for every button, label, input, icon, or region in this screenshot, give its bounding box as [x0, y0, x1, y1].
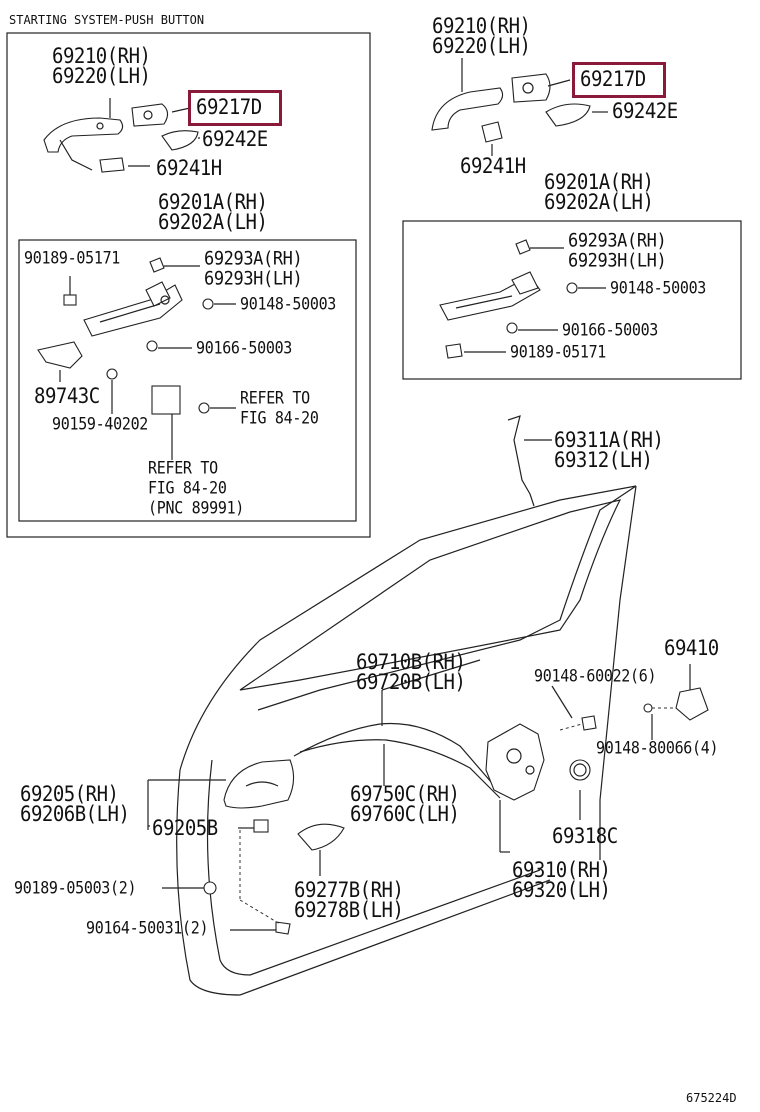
rod-lh-label: 69312(LH)	[554, 447, 653, 473]
right-pad-label: 69242E	[612, 98, 678, 124]
left-pad2-part	[99, 157, 125, 173]
left-bolt-b-label: 90159-40202	[52, 413, 149, 434]
right-inner-frame	[402, 220, 742, 380]
left-door-frame-bracket	[83, 281, 183, 337]
left-handle-rh-label: 69210(RH)	[52, 43, 151, 69]
inside-handle-rh-label: 69205(RH)	[20, 781, 119, 807]
left-clip-rh-label: 69293A(RH)	[204, 247, 303, 271]
page-title: STARTING SYSTEM-PUSH BUTTON	[9, 13, 205, 27]
left-screw-b-label: 90166-50003	[196, 337, 293, 358]
right-cap-label: 69217D	[580, 66, 646, 92]
screw-c-part	[581, 715, 597, 731]
left-refer1-line2: FIG 84-20	[240, 407, 319, 428]
seal-label: 69318C	[552, 823, 618, 849]
right-pad-part	[545, 103, 591, 127]
right-pad2-part	[481, 121, 503, 143]
right-bolt-a	[445, 343, 463, 359]
left-bracket-label: 89743C	[34, 383, 100, 409]
bolt-c-label: 90189-05003(2)	[14, 877, 137, 898]
right-handle-rh-label: 69210(RH)	[432, 13, 531, 39]
rod-rh-label: 69311A(RH)	[554, 427, 664, 453]
right-screw-a-label: 90148-50003	[610, 277, 707, 298]
bezel-part	[297, 823, 345, 851]
left-refer2-line3: (PNC 89991)	[148, 497, 245, 518]
left-bolt-b	[106, 368, 118, 380]
left-screw-a-label: 90148-50003	[240, 293, 337, 314]
right-clip-lh-label: 69293H(LH)	[568, 249, 667, 273]
left-cap-label: 69217D	[196, 94, 262, 120]
right-door-frame-bracket	[439, 271, 541, 321]
screw-e-part	[275, 921, 291, 935]
right-cap-part	[511, 73, 551, 103]
bezel-rh-label: 69277B(RH)	[294, 877, 404, 903]
striker-part	[675, 687, 709, 721]
cover-label: 69205B	[152, 815, 218, 841]
left-highlight-box	[188, 90, 282, 126]
inside-handle	[223, 759, 295, 809]
left-clip-lh-label: 69293H(LH)	[204, 267, 303, 291]
left-bolt-a	[63, 294, 77, 306]
cable2-rh-label: 69750C(RH)	[350, 781, 460, 807]
left-frame-lh-label: 69202A(LH)	[158, 209, 268, 235]
left-refer2-line1: REFER TO	[148, 457, 218, 478]
cable-lower	[299, 739, 501, 799]
left-screw-a	[202, 298, 214, 310]
right-clip-rh-label: 69293A(RH)	[568, 229, 667, 253]
left-handle-lh-label: 69220(LH)	[52, 63, 151, 89]
right-frame-rh-label: 69201A(RH)	[544, 169, 654, 195]
right-bolt-a-label: 90189-05171	[510, 341, 607, 362]
left-clip	[149, 257, 165, 273]
cable1-lh-label: 69720B(LH)	[356, 669, 466, 695]
cover-part	[253, 819, 269, 833]
left-switch	[151, 385, 181, 415]
right-outer-handle	[431, 58, 504, 131]
left-inner-frame	[18, 239, 357, 522]
left-pad-label: 69242E	[202, 126, 268, 152]
seal-part	[569, 759, 591, 781]
right-pad2-label: 69241H	[460, 153, 526, 179]
lock-rh-label: 69310(RH)	[512, 857, 611, 883]
left-bracket	[37, 341, 83, 369]
left-bolt-a-label: 90189-05171	[24, 247, 121, 268]
cable-upper	[293, 722, 499, 791]
left-pad2-label: 69241H	[156, 155, 222, 181]
bolt-c-part	[203, 881, 217, 895]
cable2-lh-label: 69760C(LH)	[350, 801, 460, 827]
screw-e-label: 90164-50031(2)	[86, 917, 209, 938]
screw-c-label: 90148-60022(6)	[534, 665, 657, 686]
right-screw-b-label: 90166-50003	[562, 319, 659, 340]
left-pad-part	[161, 130, 199, 151]
left-cap-part	[131, 103, 169, 127]
left-screw-b	[146, 340, 158, 352]
right-frame-lh-label: 69202A(LH)	[544, 189, 654, 215]
left-refer2-line2: FIG 84-20	[148, 477, 227, 498]
door-lock-assembly	[485, 723, 545, 801]
screw-d-label: 90148-80066(4)	[596, 737, 719, 758]
right-handle-lh-label: 69220(LH)	[432, 33, 531, 59]
striker-label: 69410	[664, 635, 719, 661]
right-screw-a	[566, 282, 578, 294]
right-highlight-box	[572, 62, 666, 98]
diagram-code: 675224D	[686, 1091, 737, 1105]
right-screw-b	[506, 322, 518, 334]
left-panel-frame	[6, 32, 371, 538]
left-frame-rh-label: 69201A(RH)	[158, 189, 268, 215]
cable1-rh-label: 69710B(RH)	[356, 649, 466, 675]
inside-handle-lh-label: 69206B(LH)	[20, 801, 130, 827]
lock-rod	[507, 415, 535, 507]
door-panel-outline	[176, 485, 637, 996]
right-clip	[515, 239, 531, 255]
left-refer1-line1: REFER TO	[240, 387, 310, 408]
lock-lh-label: 69320(LH)	[512, 877, 611, 903]
bezel-lh-label: 69278B(LH)	[294, 897, 404, 923]
left-outer-handle	[43, 117, 124, 171]
